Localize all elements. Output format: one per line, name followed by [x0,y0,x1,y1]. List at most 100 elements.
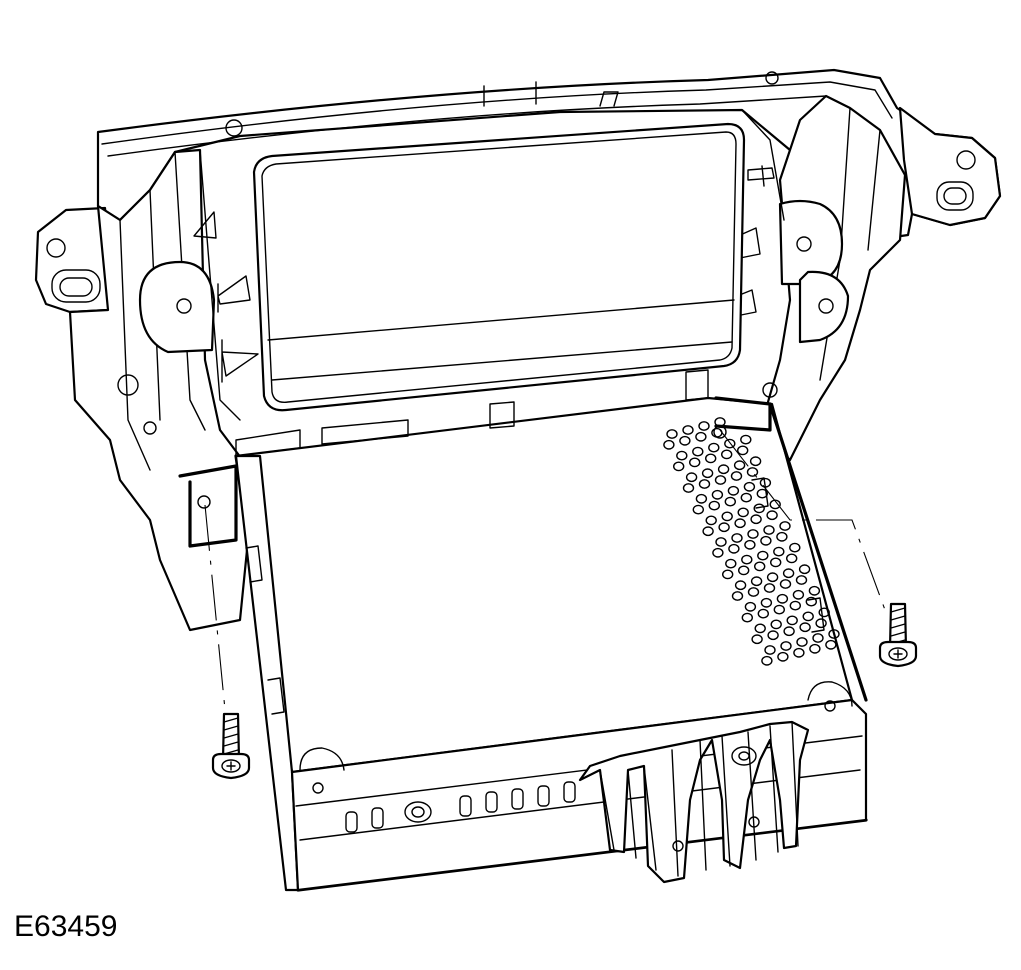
vent-hole [740,492,752,503]
vent-hole [724,496,736,507]
vent-hole [692,446,704,457]
vent-hole [708,500,720,511]
vent-hole [721,449,733,460]
vent-hole [705,453,717,464]
vent-hole [743,481,756,492]
vent-hole [777,651,789,662]
vent-hole [766,510,778,521]
vent-hole [757,608,769,619]
vent-hole [731,591,744,601]
vent-hole [786,615,798,626]
vent-hole [802,611,814,622]
vent-hole [749,456,762,467]
vent-hole [793,647,805,658]
exploded-view-drawing [34,68,1002,892]
vent-hole [708,442,720,453]
vent-hole [727,485,740,496]
vent-hole [815,618,827,629]
display-screen [252,122,746,412]
vent-hole [685,472,698,483]
vent-hole [679,435,691,446]
vent-hole [750,514,762,525]
vent-hole [692,504,704,515]
vent-hole [698,479,711,489]
vent-hole [809,643,821,654]
vent-hole [783,626,795,637]
vent-hole [751,634,763,645]
screw-axis-left [204,504,227,721]
vent-hole [714,475,727,485]
vent-hole [805,596,817,607]
heatsink [578,720,810,884]
vent-hole [718,522,730,533]
vent-hole [760,597,773,608]
vent-hole [715,537,727,547]
vent-hole [770,619,782,630]
vent-hole [754,623,766,634]
vent-hole [711,489,724,500]
vent-hole [789,542,801,553]
vent-hole [766,572,779,583]
screw-axis-right [719,429,886,611]
vent-hole [747,529,759,539]
vent-hole [754,561,766,572]
vent-hole [779,521,791,531]
screw-right [878,602,918,668]
vent-hole [724,438,736,449]
vent-hole [808,585,821,596]
vent-hole [737,507,749,518]
vent-hole [682,425,694,435]
vent-hole [714,417,726,427]
vent-hole [763,583,776,593]
vent-hole [818,607,830,618]
vent-hole [722,569,734,580]
vent-hole [761,655,773,666]
vent-hole [673,461,685,472]
vent-hole [682,483,695,493]
vent-hole [812,633,824,643]
vent-hole [750,576,763,587]
vent-hole [689,457,701,468]
vent-hole [733,460,746,471]
vent-hole [712,547,724,558]
vent-hole [756,488,768,499]
vent-hole [741,612,753,623]
vent-hole [776,531,788,542]
vent-hole [744,601,757,612]
vent-hole [759,477,772,488]
vent-hole [741,554,753,565]
vent-hole [676,450,688,461]
vent-hole-pattern [663,417,840,666]
vent-hole [795,575,808,585]
vent-hole [792,589,805,600]
vent-hole [730,471,743,481]
vent-hole [725,558,737,569]
vent-hole [731,533,743,543]
vent-hole [776,593,789,604]
vent-hole [773,604,785,615]
vent-hole [828,629,840,639]
vent-hole [663,439,675,450]
vent-hole [721,511,733,522]
vent-hole [740,434,752,445]
vent-hole [786,553,798,564]
screw-left [211,712,251,780]
vent-hole [701,468,714,479]
vent-hole [757,550,769,561]
vent-hole [780,641,792,651]
vent-hole [796,637,808,647]
vent-hole [666,429,678,439]
vent-hole [773,546,785,557]
vent-hole [698,421,710,431]
vent-hole [764,645,776,655]
vent-hole [744,539,756,550]
vent-hole [702,526,714,537]
vent-hole [770,557,782,568]
vent-hole [695,431,707,442]
vent-hole [746,467,759,477]
vent-hole [728,543,740,554]
vent-hole [763,525,775,535]
vent-hole [789,600,801,611]
figure-reference-code: E63459 [14,910,118,943]
